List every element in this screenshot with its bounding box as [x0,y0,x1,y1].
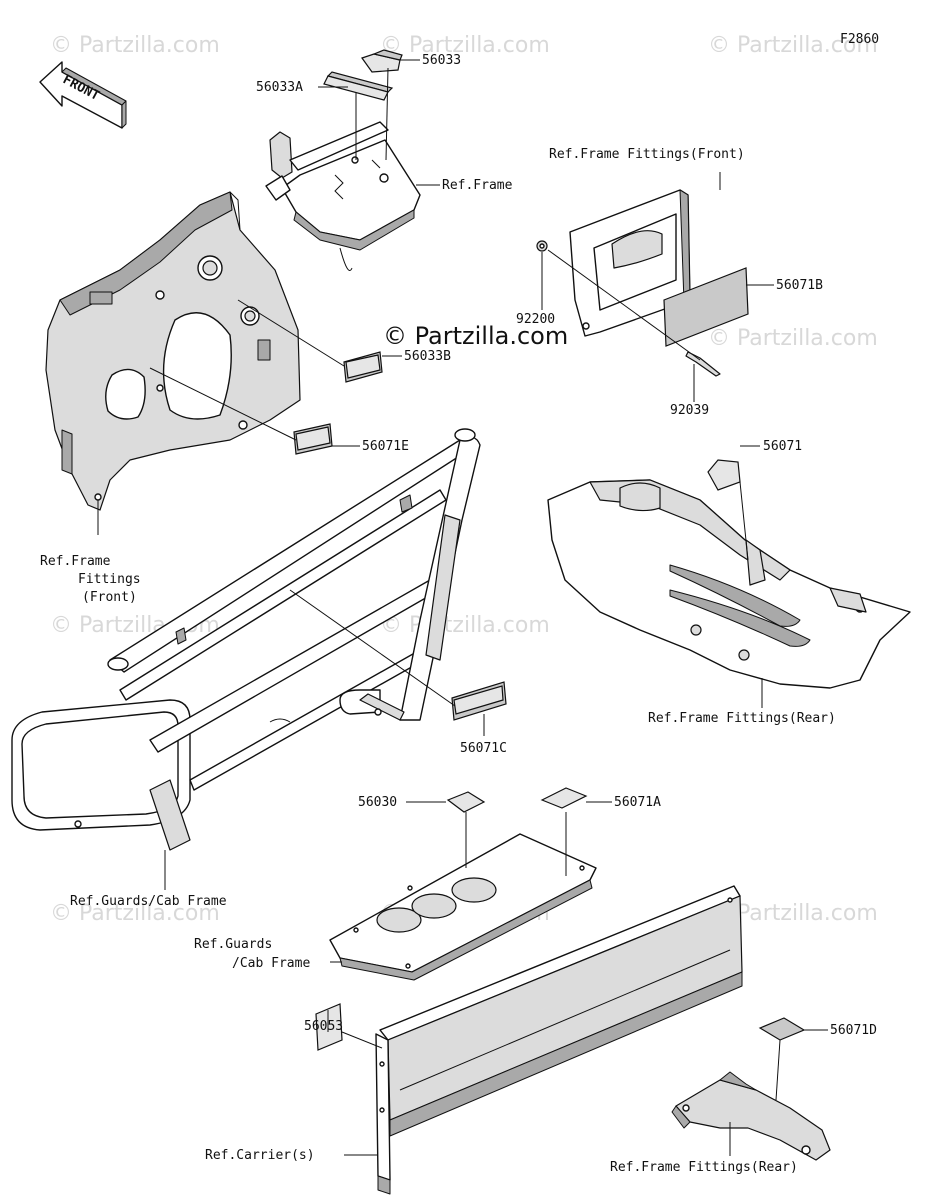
decal-56033 [361,49,403,73]
center-watermark: © Partzilla.com [383,322,568,350]
dashboard-panel [45,191,301,511]
watermark: © Partzilla.com [380,33,550,58]
label-56071B: 56071B [776,278,823,293]
rear-fitting-panel [547,479,911,689]
label-92039: 92039 [670,403,709,418]
label-56030: 56030 [358,795,397,810]
label-ref-ff-rear-bottom: Ref.Frame Fittings(Rear) [610,1160,798,1175]
decal-56030 [446,791,486,813]
label-ref-carrier: Ref.Carrier(s) [205,1148,315,1163]
label-56071E: 56071E [362,439,409,454]
label-ref-frame: Ref.Frame [442,178,513,193]
decal-56053 [315,1003,343,1051]
watermark: © Partzilla.com [50,33,220,58]
decal-56071B [663,267,749,347]
rivet-92039 [685,351,721,377]
watermark: © Partzilla.com [708,33,878,58]
watermark: © Partzilla.com [380,613,550,638]
decal-56033B [343,351,383,383]
label-ref-ff-front-left-1: Ref.Frame [40,554,111,569]
decal-56071 [707,459,741,491]
label-56053: 56053 [304,1019,343,1034]
label-ref-guards-mid-2: /Cab Frame [232,956,310,971]
label-56071C: 56071C [460,741,507,756]
figure-code: F2860 [840,32,879,47]
label-56071A: 56071A [614,795,661,810]
label-ref-guards-mid-1: Ref.Guards [194,937,272,952]
label-ref-ff-front-left-3: (Front) [82,590,137,605]
label-56033: 56033 [422,53,461,68]
label-56071: 56071 [763,439,802,454]
label-ref-guards-left: Ref.Guards/Cab Frame [70,894,227,909]
watermark: © Partzilla.com [50,901,220,926]
label-56033B: 56033B [404,349,451,364]
decal-56071D [758,1017,806,1041]
watermark: © Partzilla.com [708,326,878,351]
label-56071D: 56071D [830,1023,877,1038]
label-ref-ff-front-top: Ref.Frame Fittings(Front) [549,147,745,162]
front-fitting-cover [569,189,691,337]
decal-56071E [293,423,333,455]
label-92200: 92200 [516,312,555,327]
rear-fitting-bracket [671,1071,831,1161]
decal-56071C [451,681,507,721]
decal-56071A [540,787,588,809]
front-arrow: FRONT [39,61,127,129]
floor-plate [329,833,597,981]
label-56033A: 56033A [256,80,303,95]
frame-bracket [265,121,421,271]
screw-92200 [536,240,548,252]
guard-cab-frame [11,428,481,851]
label-ref-ff-front-left-2: Fittings [78,572,141,587]
decal-56033A [323,71,394,101]
carrier-box [375,885,743,1195]
label-ref-ff-rear-mid: Ref.Frame Fittings(Rear) [648,711,836,726]
